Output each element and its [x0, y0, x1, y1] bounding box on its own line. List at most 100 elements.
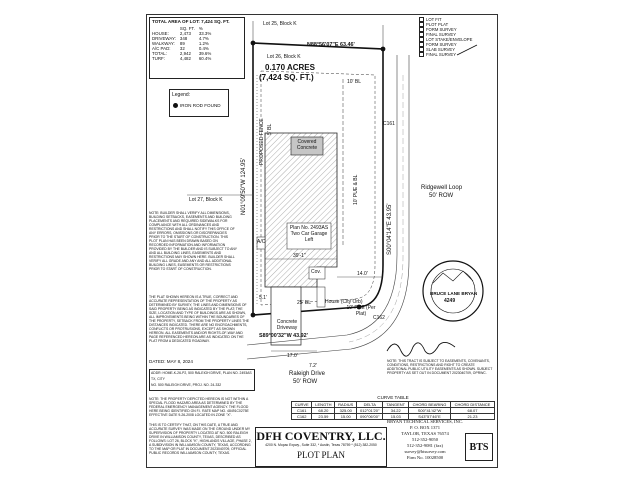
- area-table-cell: 0.4%: [198, 46, 209, 51]
- lot-27-label: Lot 27, Block K: [189, 197, 223, 203]
- area-table-cell: 39.6%: [198, 51, 212, 56]
- company-phone: 512-352-9050: [411, 437, 439, 442]
- west-bearing: N01°09'50"W 124.95': [241, 158, 247, 215]
- pue-bl-label: 10' PUE & BL: [353, 174, 359, 205]
- lot-square-feet: (7,424 SQ. FT.): [259, 73, 314, 82]
- area-table-title: TOTAL AREA OF LOT: 7,424 SQ. FT.: [152, 19, 230, 24]
- ac-label: A/C: [257, 239, 266, 245]
- status-label: LOT FIT: [426, 16, 442, 22]
- title-block: DFH COVENTRY, LLC. 4200 N. Mopac Expwy.,…: [255, 427, 387, 467]
- status-label: FINAL SURVEY: [426, 31, 457, 37]
- covered-concrete-label: Covered Concrete: [296, 139, 318, 151]
- setback-line: [260, 70, 376, 306]
- plot-drawing: [187, 21, 484, 360]
- list-item: FINAL SURVEY: [419, 32, 495, 37]
- curve-table-header-cell: CHORD DISTANCE: [449, 401, 496, 408]
- list-item: FINAL SURVEY: [419, 52, 495, 57]
- curve-table-cell: 012°01'20": [356, 407, 384, 414]
- address-line-1: ADDR: HOME-K-26-P2, 500 RALEIGH DRIVE, P…: [151, 371, 252, 375]
- dated-label: DATED: MAY 8, 2024: [149, 359, 193, 364]
- bl-25-label: 25' BL: [297, 300, 312, 306]
- builder-note: NOTE: BUILDER SHALL VERIFY ALL DIMENSION…: [149, 211, 237, 271]
- legend-title: Legend:: [172, 92, 191, 98]
- dim-14-label: 14.0': [357, 271, 368, 277]
- curve-table-header-cell: CHORD BEARING: [408, 401, 451, 408]
- curve-table-cell: 15.00: [334, 413, 358, 420]
- status-label: SLAB SURVEY: [426, 46, 456, 52]
- checkbox-icon: [419, 22, 424, 27]
- area-table-cell: 348: [179, 36, 188, 41]
- area-table-cell: 1.2%: [198, 41, 209, 46]
- flood-note: NOTE: THE PROPERTY DEPICTED HEREON IS NO…: [149, 397, 249, 417]
- list-item: FORM SURVEY: [419, 27, 495, 32]
- setback-5bl-side: 5' BL: [267, 123, 273, 135]
- proposed-fence-label: PROPOSED FENCE: [259, 118, 265, 165]
- status-label: LOT STAKE/ENVELOPE: [426, 36, 473, 42]
- easement-note: NOTE: THIS TRACT IS SUBJECT TO EASEMENTS…: [387, 359, 493, 375]
- curve-table-header-cell: LENGTH: [311, 401, 336, 408]
- street-edge-outer: [246, 55, 410, 360]
- company-name: BRYAN TECHNICAL SERVICES, INC.: [387, 419, 464, 424]
- address-line-3: NO. 500 RALEIGH DRIVE, PROJ. NO. 24-332: [151, 383, 222, 387]
- street-east-row: 50' ROW: [429, 193, 454, 199]
- setback-51-label: 5.1': [259, 295, 267, 301]
- checkbox-icon: [419, 37, 424, 42]
- area-table-cell: TURF:: [152, 56, 165, 61]
- covered-concrete: [290, 136, 324, 156]
- cov-label: Cov.: [311, 269, 321, 275]
- checkbox-icon: [419, 32, 424, 37]
- status-label: FINAL SURVEY: [426, 51, 457, 57]
- area-table-cell: 2,473: [179, 31, 191, 36]
- status-label: FORM SURVEY: [426, 41, 457, 47]
- dim-7-label: 7.2': [309, 363, 317, 369]
- area-table-cell: 33.3%: [198, 31, 212, 36]
- list-item: PLOT PLAT: [419, 22, 495, 27]
- north-bearing: N88°56'07"E 63.46': [307, 42, 355, 48]
- seal-name: BRUCE LANE BRYAN: [430, 291, 478, 296]
- walkway: [316, 286, 326, 308]
- iron-rod-nw: [250, 40, 256, 46]
- list-item: LOT STAKE/ENVELOPE: [419, 37, 495, 42]
- north-arrow: [456, 44, 478, 56]
- setback-10bl-top: 10' BL: [347, 79, 362, 85]
- plan-number-label: Plan No. 2493AS Two Car Garage Left: [289, 225, 329, 243]
- lot-25-label: Lot 25, Block K: [263, 21, 297, 27]
- iron-rod-ne: [380, 46, 386, 52]
- iron-rod-icon: [173, 103, 178, 108]
- client-address: 4200 N. Mopac Expwy., Suite 332, * Austi…: [265, 443, 377, 447]
- document-title: PLOT PLAN: [296, 450, 346, 460]
- house-city-label: House (City Orb): [325, 299, 363, 305]
- list-item: LOT FIT: [419, 17, 495, 22]
- east-bearing: S00°04'14"E 43.95': [387, 203, 393, 255]
- seal-star-line: [432, 270, 474, 284]
- pue-plat-label: 10' PUE (Per Plat): [346, 305, 376, 317]
- driveway-label: Concrete Driveway: [276, 319, 298, 331]
- company-logo: BTS: [465, 433, 493, 461]
- plan-label-box: [286, 222, 332, 250]
- curve-table-cell: C162: [290, 413, 313, 420]
- seal-number: 4249: [444, 298, 456, 304]
- list-item: SLAB SURVEY: [419, 47, 495, 52]
- company-firm: Firm No. 10028500: [406, 455, 444, 460]
- address-line-2: TX, CITY: [151, 377, 165, 381]
- plot-plan-sheet: TOTAL AREA OF LOT: 7,424 SQ. FT. SQ. FT.…: [146, 14, 498, 468]
- street-south-name: Raleigh Drive: [289, 371, 326, 377]
- area-table: TOTAL AREA OF LOT: 7,424 SQ. FT. SQ. FT.…: [149, 17, 245, 79]
- curve-c161-label: C161: [383, 121, 395, 127]
- list-item: FORM SURVEY: [419, 42, 495, 47]
- curve-c162-label: C162: [373, 315, 385, 321]
- area-table-cell: 60.4%: [198, 56, 212, 61]
- lot-acreage: 0.170 ACRES: [265, 63, 315, 72]
- status-label: FORM SURVEY: [426, 26, 457, 32]
- area-table-cell: 89: [179, 41, 185, 46]
- driveway: [270, 286, 302, 346]
